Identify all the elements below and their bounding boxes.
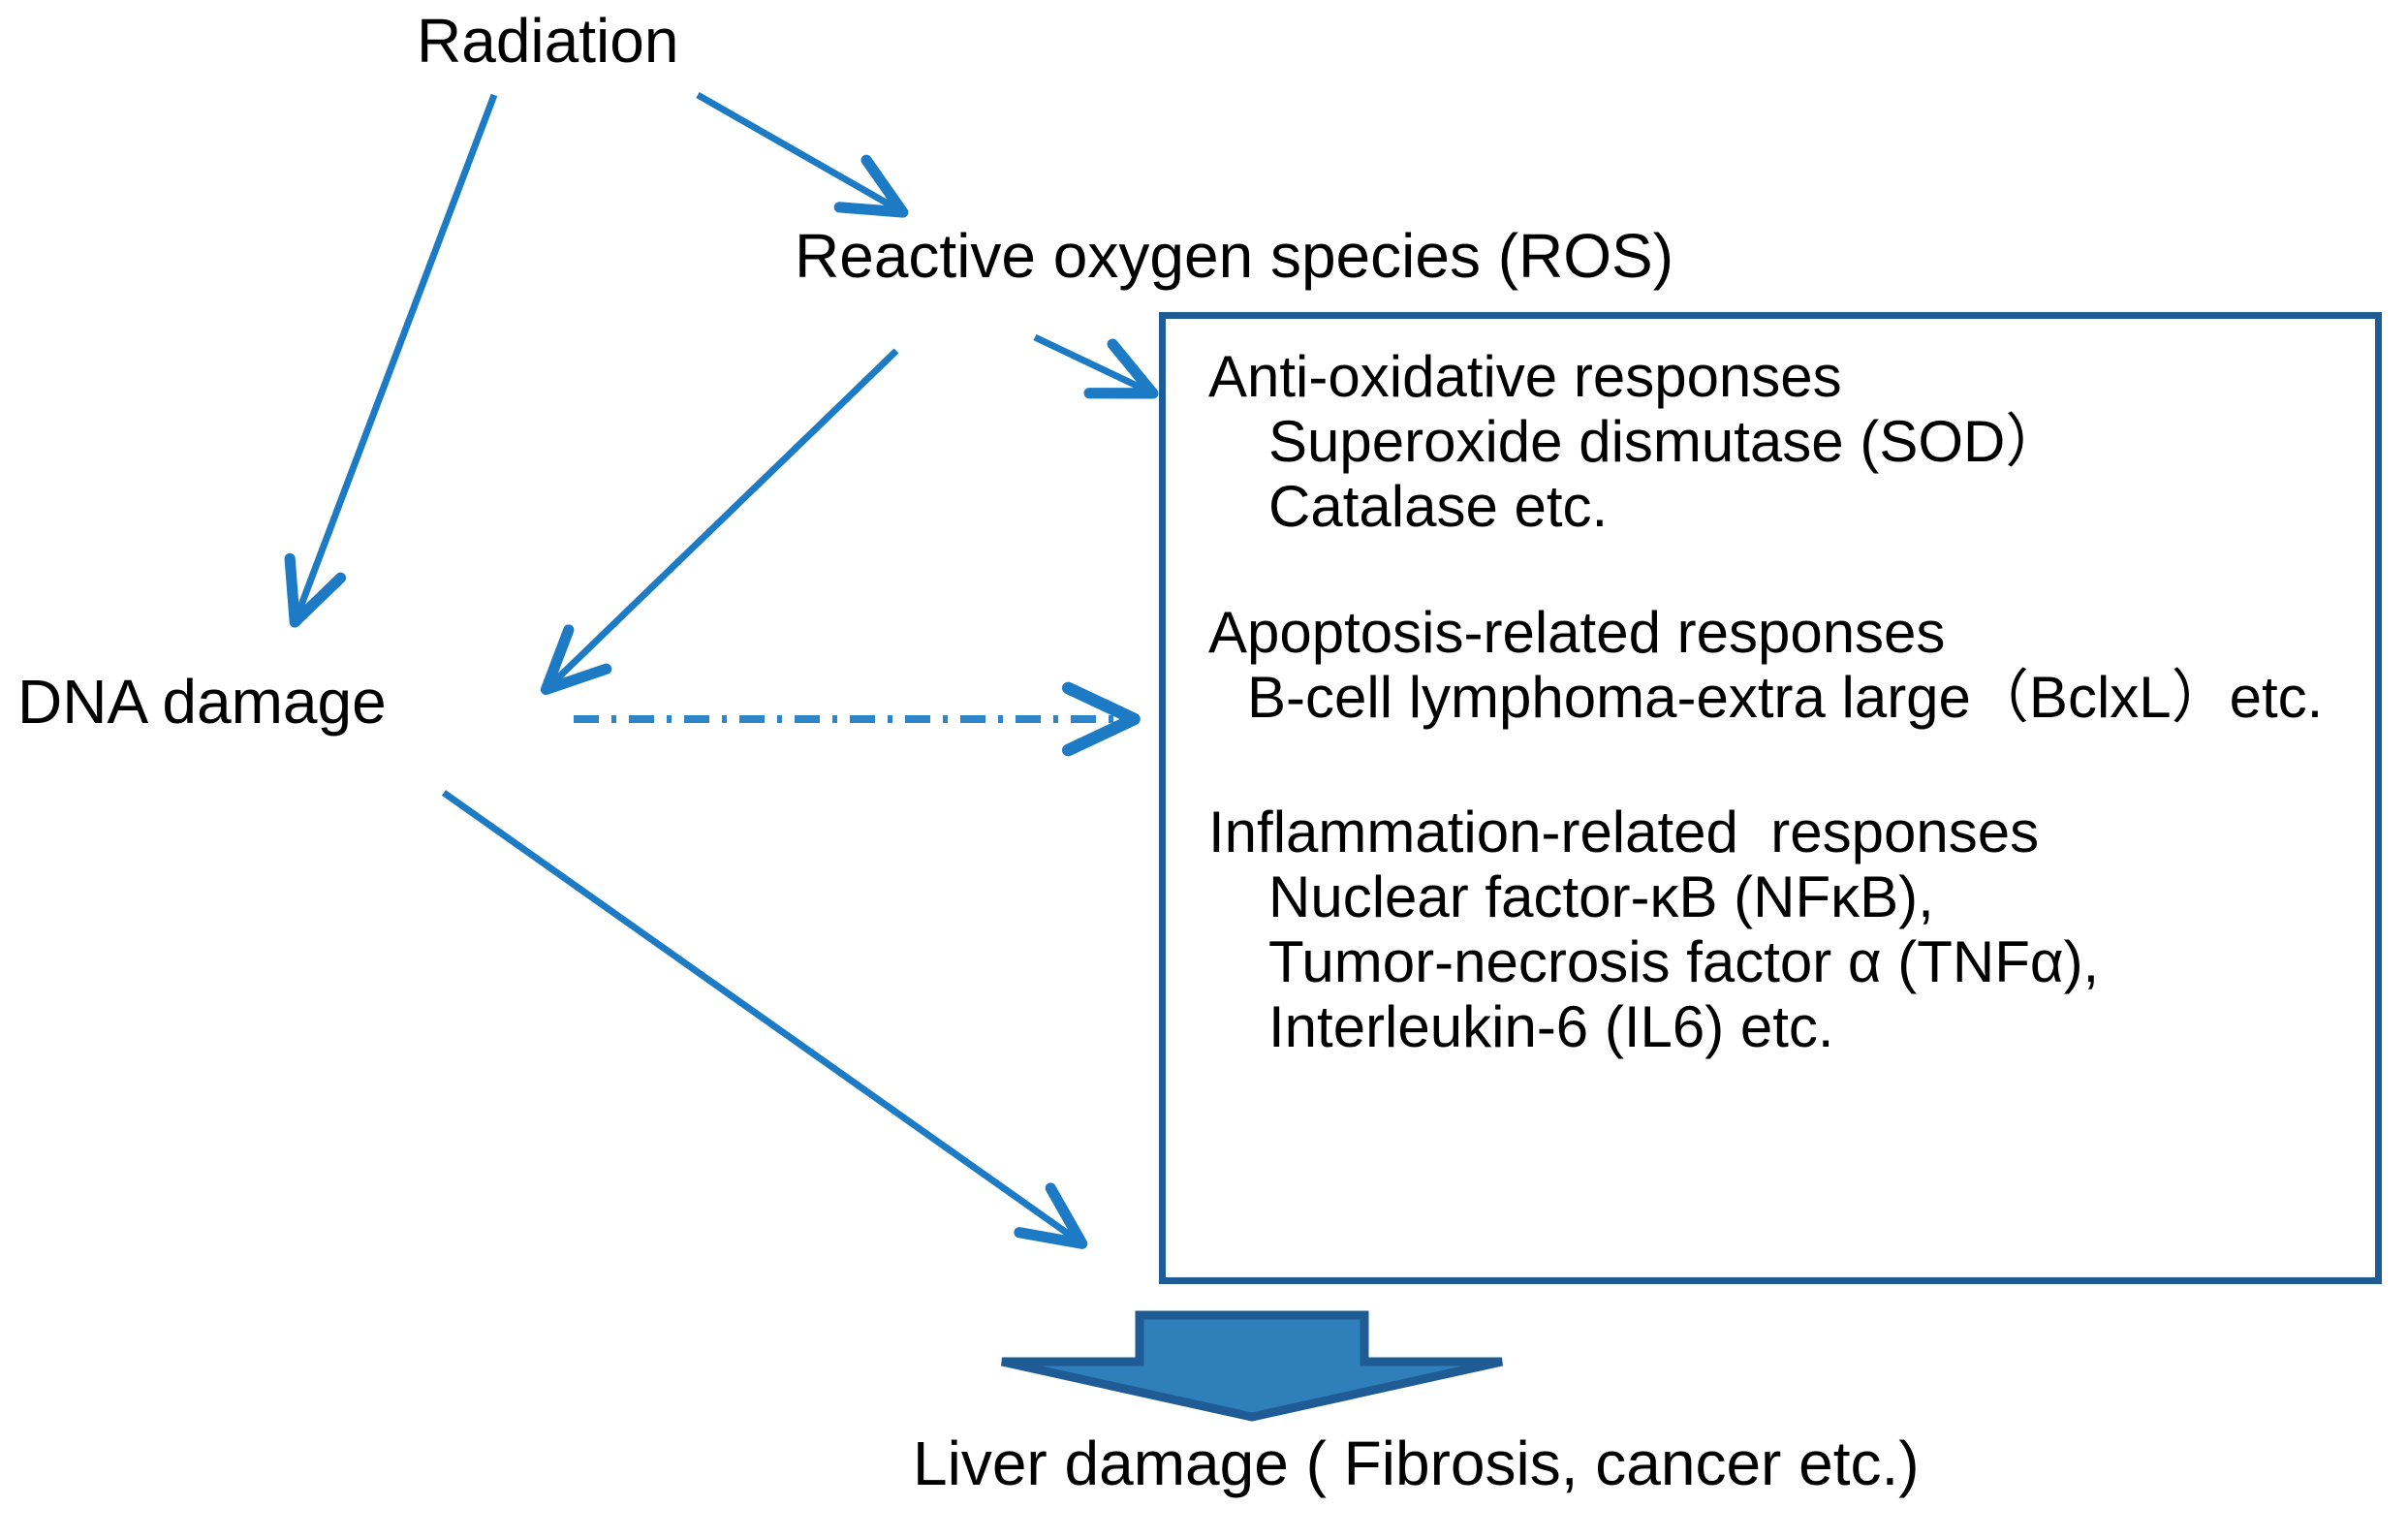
group-heading-apoptosis-related: Apoptosis-related responses	[1208, 600, 1946, 665]
connector-dna-damage-to-response-box	[441, 790, 1088, 1249]
connector-radiation-to-dna-damage	[284, 93, 498, 628]
response-group-anti-oxidative: Anti-oxidative responses Superoxide dism…	[1208, 344, 2064, 539]
node-reactive-oxygen-species: Reactive oxygen species (ROS)	[795, 221, 1674, 291]
group-item-bclxl: B-cell lymphoma-extra large（BclxL）etc.	[1247, 664, 2324, 730]
group-item-superoxide-dismutase: Superoxide dismutase (SOD）	[1268, 408, 2064, 474]
group-heading-anti-oxidative: Anti-oxidative responses	[1208, 344, 1842, 409]
connector-ros-to-response-box	[1033, 333, 1159, 399]
node-dna-damage: DNA damage	[17, 667, 387, 737]
cellular-responses-box: Anti-oxidative responses Superoxide dism…	[1159, 312, 2382, 1284]
response-group-apoptosis-related: Apoptosis-related responses B-cell lymph…	[1208, 600, 2324, 730]
node-liver-damage: Liver damage ( Fibrosis, cancer etc.)	[913, 1429, 1920, 1498]
node-radiation: Radiation	[417, 6, 679, 76]
group-item-il6: Interleukin-6 (IL6) etc.	[1268, 994, 1834, 1060]
block-arrow-to-liver-damage	[1001, 1310, 1503, 1422]
response-group-inflammation-related: Inflammation-related responses Nuclear f…	[1208, 801, 2099, 1059]
group-item-catalase: Catalase etc.	[1268, 473, 1609, 539]
group-item-tnf-alpha: Tumor-necrosis factor α (TNFα),	[1268, 928, 2100, 994]
connector-radiation-to-ros	[696, 91, 909, 218]
group-heading-inflammation-related: Inflammation-related responses	[1208, 800, 2040, 864]
group-item-nfkb: Nuclear factor-κB (NFκB),	[1268, 864, 1934, 929]
connector-ros-to-dna-damage	[540, 348, 899, 696]
